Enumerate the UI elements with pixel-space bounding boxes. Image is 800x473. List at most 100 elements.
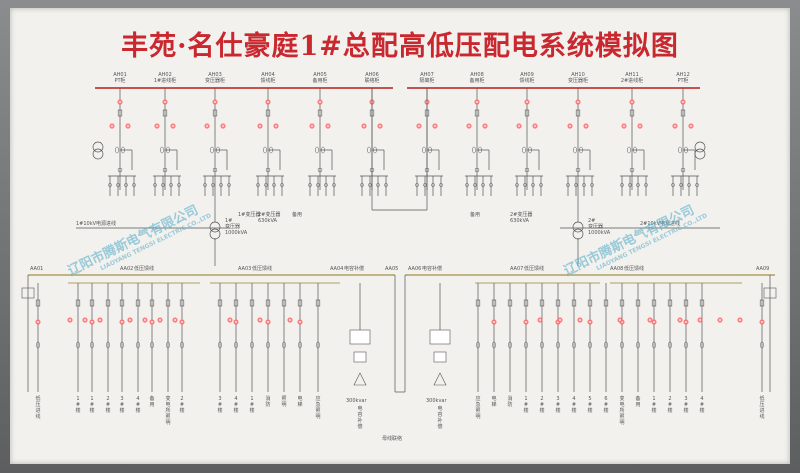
- lv-ct: [700, 341, 704, 349]
- breaker-symbol: [555, 299, 561, 307]
- transformer-name: 2#: [588, 218, 595, 224]
- hv-branch-device: [360, 183, 364, 187]
- hv-feeder-note: 备用: [292, 211, 302, 218]
- transformer-label: 变压器: [588, 223, 603, 230]
- hv-branch-device: [687, 183, 691, 187]
- breaker-symbol: [651, 299, 657, 307]
- lv-section-id: AA05: [385, 266, 398, 272]
- indicator-lamp-glow: [524, 320, 528, 324]
- indicator-lamp-glow: [517, 124, 521, 128]
- indicator-lamp-glow: [258, 124, 262, 128]
- capacitor-unit: [433, 351, 447, 363]
- current-transformer: [210, 146, 214, 154]
- breaker-symbol: [233, 299, 239, 307]
- lv-ct: [150, 341, 154, 349]
- lv-ct: [604, 341, 608, 349]
- indicator-lamp-glow: [173, 318, 177, 322]
- indicator-lamp-glow: [128, 318, 132, 322]
- hv-meter: [317, 167, 323, 173]
- capacitor-symbol: [433, 372, 447, 386]
- indicator-lamp-glow: [417, 124, 421, 128]
- breaker-symbol: [523, 299, 529, 307]
- lv-ct: [166, 341, 170, 349]
- indicator-lamp-glow: [362, 124, 366, 128]
- indicator-lamp-glow: [155, 124, 159, 128]
- lv-ct: [90, 341, 94, 349]
- breaker-symbol: [75, 299, 81, 307]
- current-transformer: [573, 146, 577, 154]
- indicator-lamp-glow: [525, 100, 529, 104]
- indicator-lamp-glow: [143, 318, 147, 322]
- hv-cabinet-name: PT柜: [677, 77, 688, 84]
- breaker-symbol: [265, 109, 271, 117]
- hv-meter: [680, 167, 686, 173]
- breaker-symbol: [212, 109, 218, 117]
- hv-cabinet-name: 2#进线柜: [621, 77, 643, 84]
- breaker-symbol: [603, 299, 609, 307]
- breaker-symbol: [629, 109, 635, 117]
- lv-ct: [760, 341, 764, 349]
- lv-feeder-label: 1#楼: [651, 396, 656, 414]
- indicator-lamp-glow: [433, 124, 437, 128]
- lv-ct: [250, 341, 254, 349]
- lv-ct: [540, 341, 544, 349]
- indicator-lamp-glow: [110, 124, 114, 128]
- indicator-lamp-glow: [698, 318, 702, 322]
- hv-branch-device: [415, 183, 419, 187]
- breaker-symbol: [105, 299, 111, 307]
- hv-cabinet-name: 变压器柜: [568, 77, 588, 84]
- lv-section-id: AA03: [238, 266, 251, 272]
- hv-branch-device: [132, 183, 136, 187]
- breaker-symbol: [179, 299, 185, 307]
- indicator-lamp-glow: [678, 318, 682, 322]
- indicator-lamp-glow: [684, 320, 688, 324]
- indicator-lamp-glow: [673, 124, 677, 128]
- indicator-lamp-glow: [228, 318, 232, 322]
- lv-feeder-label: 备用: [149, 395, 154, 408]
- lv-feeder-label: 1#楼: [75, 396, 80, 414]
- lv-feeder-label: 3#楼: [119, 396, 124, 414]
- lv-ct: [492, 341, 496, 349]
- indicator-lamp-glow: [533, 124, 537, 128]
- indicator-lamp-glow: [558, 318, 562, 322]
- lv-bus-tie-label: 母线联络: [382, 435, 402, 442]
- indicator-lamp-glow: [467, 124, 471, 128]
- lv-feeder-label: 低压进线: [759, 395, 764, 420]
- lv-ct: [524, 341, 528, 349]
- breaker-symbol: [507, 299, 513, 307]
- lv-feeder-label: 4#楼: [135, 396, 140, 414]
- lv-feeder-label: 1#楼: [523, 396, 528, 414]
- indicator-lamp-glow: [163, 100, 167, 104]
- hv-cabinet-id: AH05: [313, 72, 327, 78]
- hv-feeder-note: 630kVA: [510, 218, 530, 224]
- indicator-lamp-glow: [126, 124, 130, 128]
- hv-branch-device: [695, 183, 699, 187]
- breaker-symbol: [217, 299, 223, 307]
- lv-section-id: AA06: [408, 266, 421, 272]
- lv-section-name: 低压馈线: [252, 265, 272, 272]
- lv-feeder-label: 照明: [281, 396, 286, 408]
- lv-feeder-label: 2#楼: [105, 396, 110, 414]
- breaker-symbol: [635, 299, 641, 307]
- lv-ct: [106, 341, 110, 349]
- lv-ct: [234, 341, 238, 349]
- hv-feeder-note: 2#变压器: [258, 211, 280, 218]
- current-transformer: [472, 146, 476, 154]
- hv-branch-device: [376, 183, 380, 187]
- lv-feeder-label: 消防: [265, 395, 270, 408]
- indicator-lamp-glow: [648, 318, 652, 322]
- mimic-board: [10, 8, 790, 464]
- lv-feeder-label: 1#楼: [249, 396, 254, 414]
- breaker-symbol: [119, 299, 125, 307]
- indicator-lamp-glow: [689, 124, 693, 128]
- lv-ct: [668, 341, 672, 349]
- transformer-winding: [209, 221, 221, 233]
- breaker-symbol: [539, 299, 545, 307]
- indicator-lamp-glow: [120, 320, 124, 324]
- capacitor-symbol: [353, 372, 367, 386]
- lv-feeder-label: 3#楼: [217, 396, 222, 414]
- current-transformer: [115, 146, 119, 154]
- hv-cabinet-id: AH06: [365, 72, 379, 78]
- breaker-symbol: [667, 299, 673, 307]
- current-transformer: [367, 146, 371, 154]
